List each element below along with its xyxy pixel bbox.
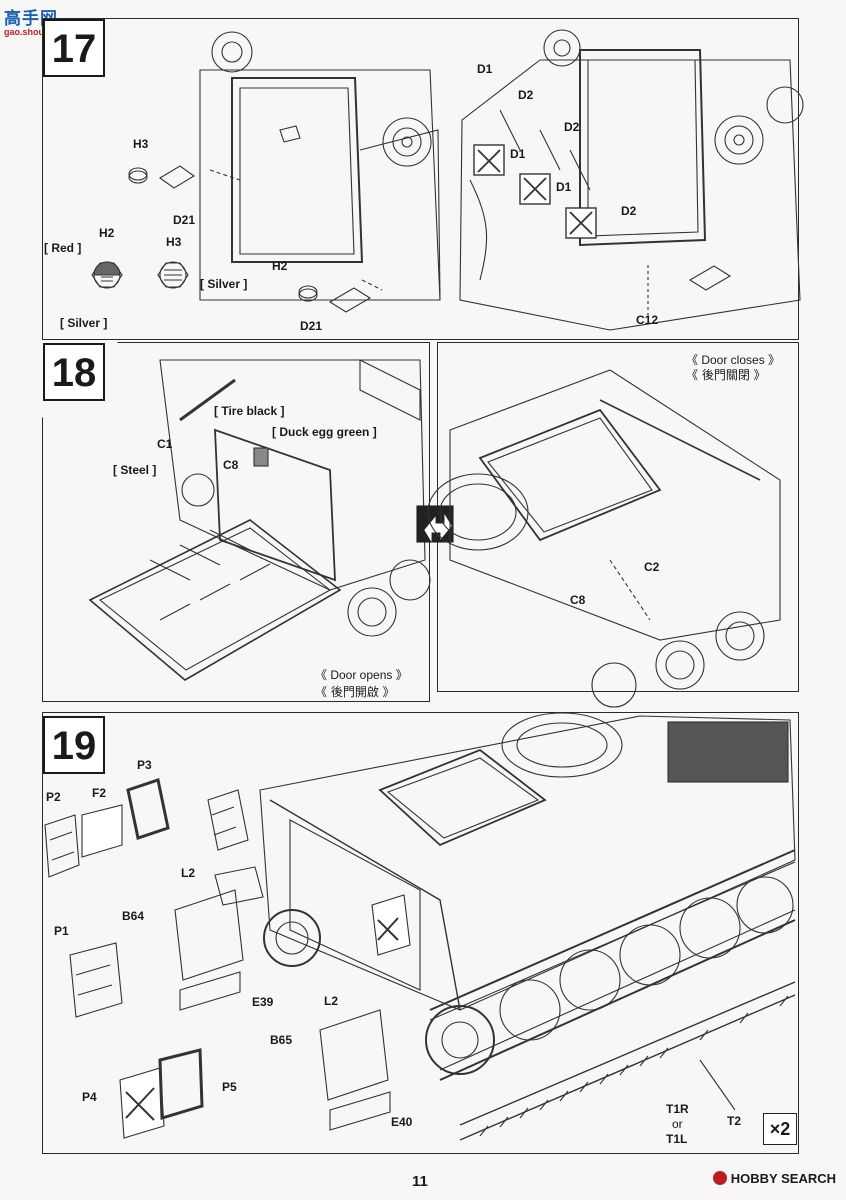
h3-part-drawing (128, 167, 148, 184)
h2-bottom-part-drawing (298, 285, 318, 302)
label-d21-top: D21 (173, 213, 196, 227)
footer-brand: HOBBY SEARCH (712, 1171, 836, 1186)
label-d1-b: D1 (510, 147, 526, 161)
step-17-right-hull-drawing (459, 29, 804, 331)
label-p1: P1 (54, 924, 69, 938)
door-opens-cn: 《 後門開啟 》 (315, 685, 395, 699)
multiplier-badge: ×2 (763, 1113, 797, 1145)
label-f2: F2 (92, 786, 107, 800)
label-b65: B65 (270, 1033, 293, 1047)
step-19-hull-drawing (259, 712, 796, 1081)
door-closes-en: 《 Door closes 》 (686, 353, 781, 367)
label-l2-bottom: L2 (324, 994, 339, 1008)
door-closes-cn: 《 後門關閉 》 (686, 368, 766, 382)
label-d2-b: D2 (564, 120, 580, 134)
label-c1: C1 (157, 437, 173, 451)
label-d2-a: D2 (518, 88, 534, 102)
label-or: or (672, 1117, 683, 1131)
label-h2-detail: H2 (99, 226, 115, 240)
label-steel: [ Steel ] (113, 463, 157, 477)
page-number: 11 (412, 1173, 428, 1190)
label-d2-c: D2 (621, 204, 637, 218)
step-18-swap-arrow (416, 505, 454, 543)
label-p2: P2 (46, 790, 61, 804)
label-silver-left: [ Silver ] (60, 316, 108, 330)
label-p4: P4 (82, 1090, 97, 1104)
label-c8-left: C8 (223, 458, 239, 472)
jerry-cans-drawing (44, 778, 411, 1139)
step-17-panel (42, 18, 799, 340)
label-c8-right: C8 (570, 593, 586, 607)
label-t2: T2 (727, 1114, 742, 1128)
label-e40: E40 (391, 1115, 413, 1129)
step-18-door-closed-drawing (427, 369, 781, 708)
footer-brand-text: HOBBY SEARCH (730, 1171, 836, 1186)
step-19-panel (42, 712, 799, 1154)
label-c12: C12 (636, 313, 659, 327)
label-p5: P5 (222, 1080, 237, 1094)
track-links-drawing (459, 981, 796, 1141)
label-d1-c: D1 (556, 180, 572, 194)
step-18-door-open-drawing (88, 359, 431, 681)
step-17-left-hull-drawing (158, 31, 441, 313)
label-c2: C2 (644, 560, 660, 574)
door-opens-en: 《 Door opens 》 (315, 668, 408, 682)
label-h2-bottom: H2 (272, 259, 288, 273)
label-h3-detail: H3 (166, 235, 182, 249)
h3-detail-drawing (157, 261, 189, 289)
label-silver-right: [ Silver ] (200, 277, 248, 291)
label-e39: E39 (252, 995, 274, 1009)
label-b64: B64 (122, 909, 145, 923)
label-p3: P3 (137, 758, 152, 772)
h2-detail-drawing (91, 261, 123, 289)
label-t1r: T1R (666, 1102, 689, 1116)
step-18-number: 18 (43, 343, 105, 401)
label-duck-egg-green: [ Duck egg green ] (272, 425, 377, 439)
label-d1-a: D1 (477, 62, 493, 76)
label-d21-bottom: D21 (300, 319, 323, 333)
watermark-url: gao.shou.com (4, 27, 66, 37)
label-h3-top: H3 (133, 137, 149, 151)
label-t1l: T1L (666, 1132, 688, 1146)
step-19-number: 19 (43, 716, 105, 774)
hobbysearch-logo-icon (712, 1171, 727, 1185)
step-17-number: 17 (43, 19, 105, 77)
label-red: [ Red ] (44, 241, 82, 255)
label-l2-top: L2 (181, 866, 196, 880)
label-tire-black: [ Tire black ] (214, 404, 285, 418)
